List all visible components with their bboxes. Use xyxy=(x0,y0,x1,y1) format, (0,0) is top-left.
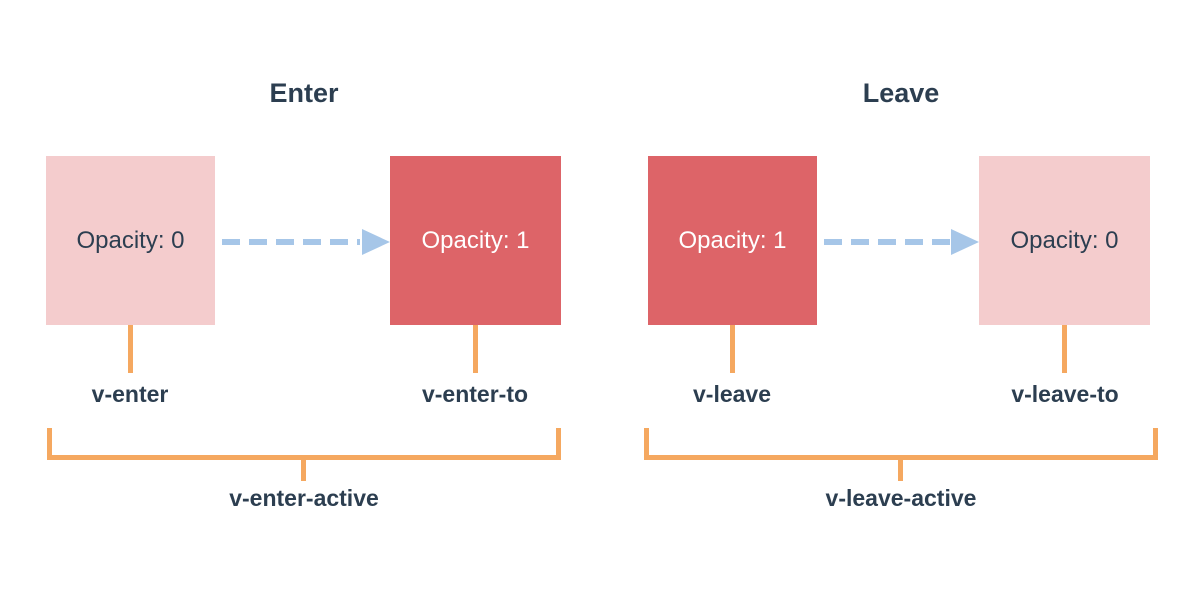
arrow-head-icon xyxy=(362,229,390,255)
enter-diagram: Enter Opacity: 0 Opacity: 1 v-enter v-en… xyxy=(46,65,561,535)
connector-line xyxy=(473,325,478,373)
active-range-bracket xyxy=(301,460,306,481)
active-class-label: v-enter-active xyxy=(229,485,379,511)
active-range-bracket xyxy=(47,455,561,460)
state-class-label: v-enter-to xyxy=(421,381,529,407)
active-range-bracket xyxy=(898,460,903,481)
opacity-end-box: Opacity: 0 xyxy=(979,156,1150,325)
opacity-value-label: Opacity: 0 xyxy=(76,226,185,254)
opacity-start-box: Opacity: 1 xyxy=(648,156,817,325)
active-class-label: v-leave-active xyxy=(825,485,977,511)
active-range-bracket xyxy=(1153,428,1158,455)
connector-line xyxy=(730,325,735,373)
opacity-start-box: Opacity: 0 xyxy=(46,156,215,325)
diagram-title: Enter xyxy=(269,78,339,108)
connector-line xyxy=(1062,325,1067,373)
opacity-end-box: Opacity: 1 xyxy=(390,156,561,325)
opacity-value-label: Opacity: 0 xyxy=(1010,226,1119,254)
arrow-head-icon xyxy=(951,229,979,255)
active-range-bracket xyxy=(644,455,1158,460)
opacity-value-label: Opacity: 1 xyxy=(421,226,530,254)
leave-diagram: Leave Opacity: 1 Opacity: 0 v-leave v-le… xyxy=(644,65,1158,535)
state-class-label: v-enter xyxy=(91,381,169,407)
active-range-bracket xyxy=(47,428,52,455)
connector-line xyxy=(128,325,133,373)
active-range-bracket xyxy=(644,428,649,455)
opacity-value-label: Opacity: 1 xyxy=(678,226,787,254)
diagram-title: Leave xyxy=(862,78,940,108)
state-class-label: v-leave-to xyxy=(1011,381,1119,407)
state-class-label: v-leave xyxy=(692,381,772,407)
dashed-arrow-line-icon xyxy=(824,239,951,245)
dashed-arrow-line-icon xyxy=(222,239,360,245)
active-range-bracket xyxy=(556,428,561,455)
